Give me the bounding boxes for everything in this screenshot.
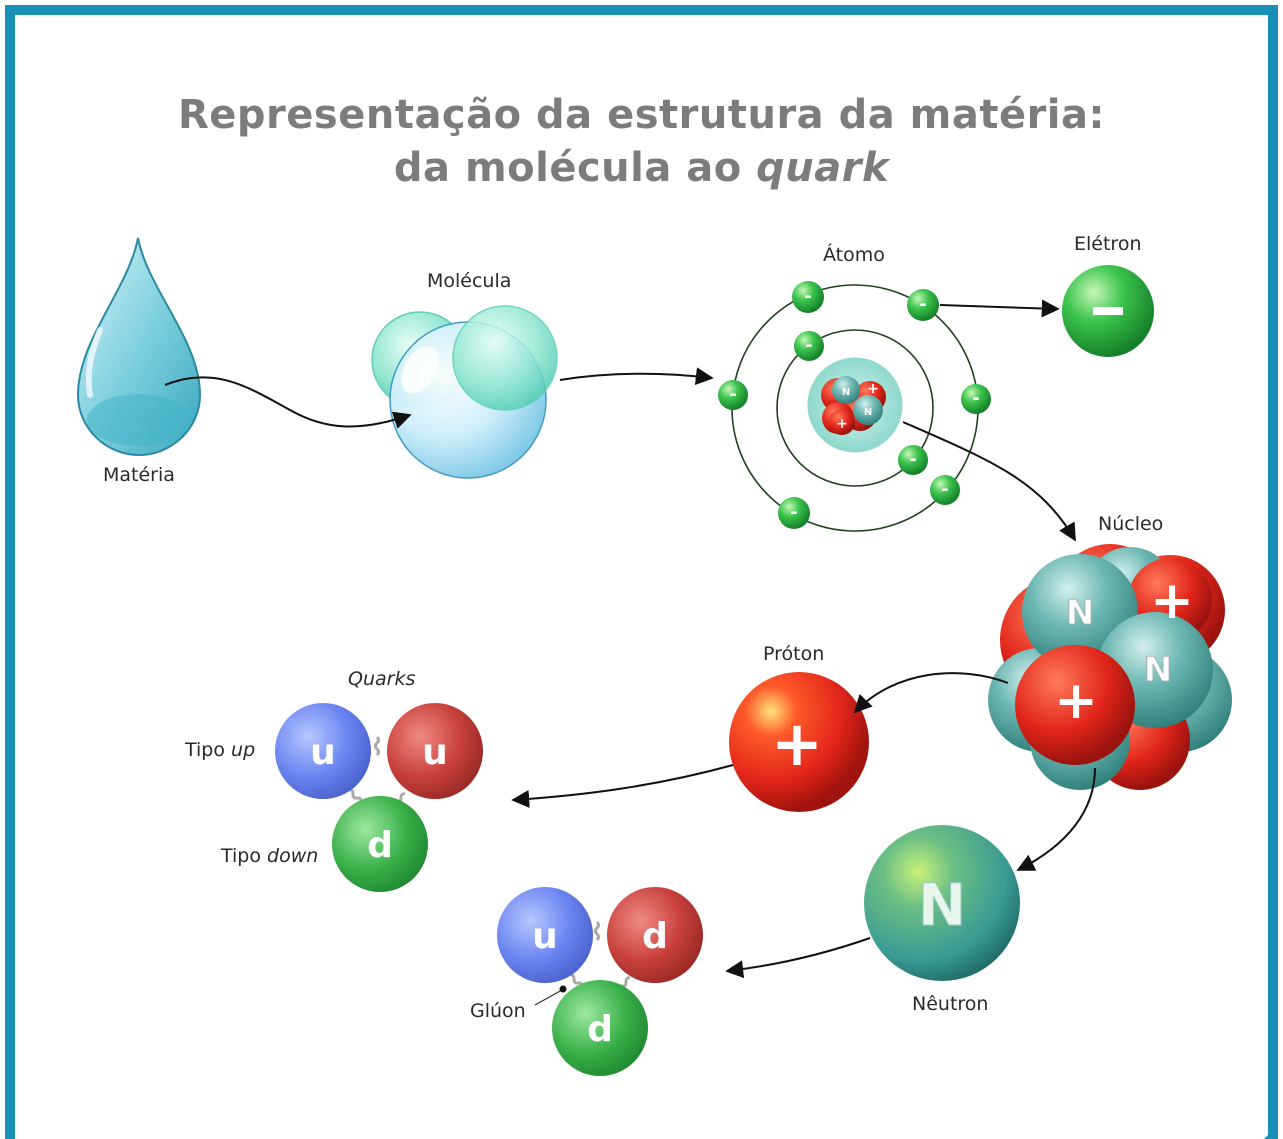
electron-icon-7: - — [930, 475, 960, 505]
proton-icon: + — [729, 672, 869, 812]
quark-down-label: d — [367, 825, 393, 866]
label-proton: Próton — [763, 643, 825, 665]
electron-sign: - — [909, 449, 916, 470]
water-drop-icon — [76, 237, 202, 457]
atom-nucleus-n-label-2: N — [864, 407, 872, 418]
gluon-pointer-line — [534, 989, 563, 1006]
nucleus-plus-label-2: + — [1054, 671, 1098, 731]
molecule-icon — [371, 305, 558, 479]
electron-icon-6: - — [898, 445, 928, 475]
quark-up-icon-1: u — [275, 703, 371, 799]
nucleus-n-label-2: N — [1144, 650, 1172, 690]
label-atomo: Átomo — [823, 244, 885, 266]
title-line-2-italic: quark — [756, 145, 890, 191]
arrow-neutron-to-quarks — [725, 937, 871, 979]
electron-icon-3: - — [794, 331, 824, 361]
electron-large-icon — [1062, 265, 1154, 357]
electron-icon-2: - — [907, 289, 939, 321]
arrow-proton-to-quarks — [511, 764, 734, 808]
quark-up-label: u — [310, 732, 336, 773]
atom-icon: N N + + - - - - - - - - — [718, 281, 991, 532]
quark-down-label: d — [642, 916, 668, 957]
quarks-neutron-group: u d d — [497, 887, 703, 1076]
neutron-n-label: N — [918, 871, 967, 939]
label-quarks: Quarks — [348, 668, 415, 690]
label-quarks-text: Quarks — [348, 668, 416, 690]
electron-sign: - — [805, 335, 812, 356]
arrow-materia-to-molecula — [164, 376, 412, 429]
title-line-1: Representação da estrutura da matéria: — [177, 92, 1105, 138]
electron-sign: - — [919, 294, 926, 315]
label-molecula: Molécula — [427, 270, 512, 292]
atom-nucleus-plus-label-2: + — [836, 416, 848, 432]
atom-nucleus-n-label-1: N — [842, 387, 850, 398]
quark-up-icon-2: u — [387, 703, 483, 799]
quarks-proton-group: u u d — [275, 703, 483, 892]
electron-sign: - — [804, 286, 811, 307]
nucleus-n-label-1: N — [1066, 593, 1094, 633]
label-tipo-up-prefix: Tipo — [185, 739, 232, 761]
label-tipo-down: Tipo down — [221, 845, 318, 867]
arrow-nucleo-to-proton — [853, 672, 1009, 714]
nucleus-plus-label-1: + — [1150, 571, 1194, 631]
arrow-atomo-to-nucleo — [902, 421, 1076, 542]
electron-icon-5: - — [961, 384, 991, 414]
frame-border — [5, 5, 1278, 1139]
label-neutron: Nêutron — [912, 993, 989, 1015]
frame-corner — [1264, 1125, 1278, 1139]
electron-sign: - — [729, 384, 736, 405]
quark-down-icon-3: d — [552, 980, 648, 1076]
electron-icon-4: - — [718, 380, 748, 410]
quark-up-icon-3: u — [497, 887, 593, 983]
electron-sign: - — [941, 479, 948, 500]
atom-nucleus-icon: N N + + — [821, 376, 886, 435]
label-tipo-up-italic: up — [231, 739, 256, 761]
electron-icon-1: - — [792, 281, 824, 313]
label-tipo-down-italic: down — [267, 845, 319, 867]
label-materia: Matéria — [103, 464, 175, 486]
electron-icon-8: - — [778, 497, 810, 529]
label-eletron: Elétron — [1074, 233, 1142, 255]
arrow-molecula-to-atomo — [559, 367, 714, 386]
label-gluon: Glúon — [470, 1000, 526, 1022]
gluon-pointer-dot — [559, 985, 567, 993]
label-tipo-down-prefix: Tipo — [221, 845, 268, 867]
arrow-eletron — [939, 299, 1060, 318]
label-tipo-up: Tipo up — [185, 739, 255, 761]
quark-down-icon-2: d — [607, 887, 703, 983]
arrow-nucleo-to-neutron — [1016, 767, 1096, 871]
nucleus-icon: N N + + — [988, 544, 1232, 790]
electron-sign: - — [790, 502, 797, 523]
quark-down-label: d — [587, 1009, 613, 1050]
neutron-icon: N — [864, 825, 1020, 981]
title-line-2-prefix: da molécula ao — [393, 145, 757, 191]
quark-up-label: u — [532, 916, 558, 957]
quark-up-label: u — [422, 732, 448, 773]
quark-down-icon-1: d — [332, 796, 428, 892]
title-line-2: da molécula ao quark — [0, 145, 1283, 191]
atom-nucleus-plus-label-1: + — [867, 381, 879, 397]
electron-sign: - — [972, 388, 979, 409]
label-nucleo: Núcleo — [1098, 513, 1164, 535]
proton-plus-label: + — [771, 707, 823, 780]
